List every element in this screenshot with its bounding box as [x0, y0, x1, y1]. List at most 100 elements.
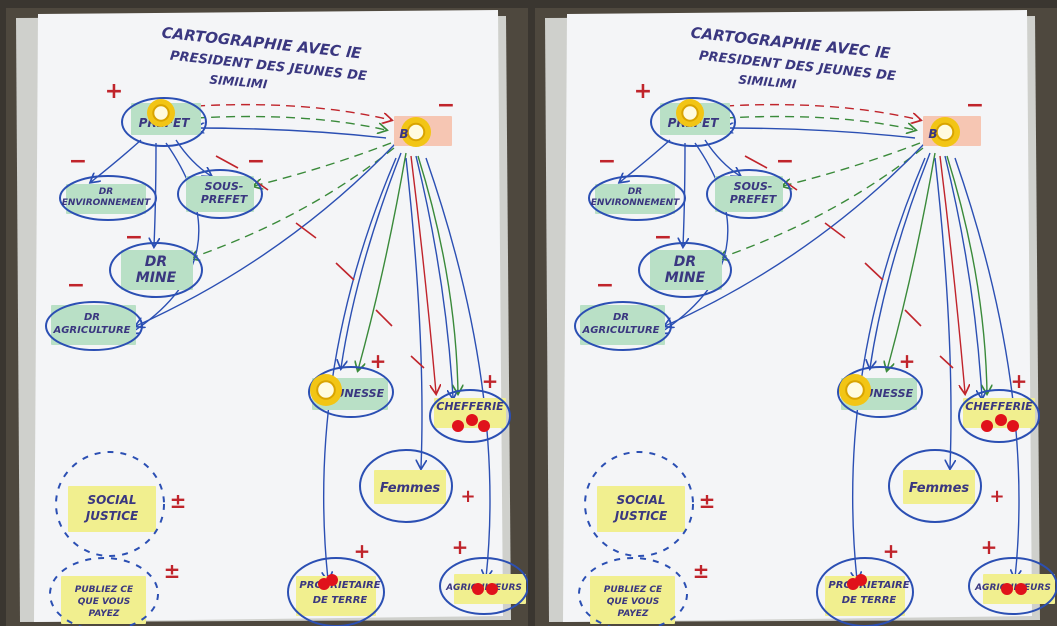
- arrow-b-to-agriculteurs: [425, 157, 490, 578]
- mark-chefferie: +: [1011, 369, 1028, 393]
- ring-dr-mine: [109, 242, 203, 298]
- arrow-prefet-to-dr-env: [91, 139, 142, 182]
- mark-agriculteurs: +: [981, 535, 998, 559]
- ring-agriculteurs: [439, 557, 528, 615]
- arrow-b-to-prefet: [196, 128, 387, 139]
- sticky-proprietaire: [825, 576, 905, 616]
- tie-dash-5: [375, 309, 393, 327]
- arrow-b-to-chefferie-red: [939, 155, 965, 393]
- label-b: B: [399, 127, 408, 141]
- tie-dash-1: [744, 155, 768, 169]
- ring-jeunesse: [837, 366, 923, 418]
- red-dot-sticker-icon-chefferie-3: [1007, 420, 1019, 432]
- ring-agriculteurs: [968, 557, 1057, 615]
- tape-roll-icon-prefet-core: [152, 104, 170, 122]
- sticky-proprietaire: [296, 576, 376, 616]
- sticky-social-justice: [597, 486, 685, 532]
- label-publiez-line-2: QUE VOUS: [78, 597, 131, 607]
- arrow-b-to-jeunesse-green: [887, 152, 936, 370]
- label-dr-agriculture-line-2: AGRICULTURE: [581, 325, 659, 336]
- arrow-b-to-dr-mine: [720, 147, 924, 258]
- title-line-3: SIMILIMI: [738, 73, 798, 92]
- label-proprietaire-line-2: DE TERRE: [313, 595, 368, 606]
- label-social-justice-line-2: JUSTICE: [84, 509, 139, 523]
- label-b: B: [928, 127, 937, 141]
- label-dr-agriculture-line-1: DR: [84, 312, 100, 323]
- arrow-b-to-chefferie: [944, 155, 982, 398]
- tape-roll-icon-jeunesse-core: [316, 380, 336, 400]
- mark-femmes: +: [460, 486, 475, 507]
- red-dot-sticker-icon-agriculteurs-2: [1015, 583, 1027, 595]
- ring-dr-agriculture: [45, 301, 143, 351]
- arrow-prefet-to-dr-agriculture: [131, 142, 200, 333]
- tie-dash-5: [904, 309, 922, 327]
- label-sous-prefet-line-1: SOUS-: [734, 180, 773, 193]
- sticky-dr-environment: [66, 184, 146, 214]
- tie-dash-3: [824, 222, 846, 239]
- ring-proprietaire: [287, 557, 385, 626]
- mark-social-justice: ±: [170, 489, 187, 513]
- ring-publiez: [578, 557, 688, 626]
- arrow-b-to-sous-prefet: [783, 142, 921, 186]
- arrow-b-to-dr-agriculture: [136, 142, 397, 326]
- red-dot-sticker-icon-chefferie-2: [466, 414, 478, 426]
- mark-jeunesse: +: [370, 349, 387, 373]
- ring-prefet: [121, 97, 207, 147]
- label-proprietaire-line-1: PROPRIETAIRE: [299, 580, 380, 591]
- sticky-sous-prefet: [715, 176, 783, 212]
- tie-dash-6: [410, 355, 425, 369]
- red-dot-sticker-icon-chefferie-1: [981, 420, 993, 432]
- red-dot-sticker-icon-agriculteurs-1: [472, 583, 484, 595]
- arrow-b-to-dr-mine: [191, 147, 395, 258]
- mark-publiez: ±: [164, 559, 181, 583]
- mark-dr-environment: −: [69, 149, 87, 174]
- mark-dr-agriculture: −: [596, 273, 614, 298]
- arrow-b-to-chefferie-green: [417, 155, 458, 393]
- arrow-prefet-to-b-green: [195, 115, 386, 131]
- arrow-b-to-agriculteurs: [954, 157, 1019, 578]
- ring-chefferie: [958, 389, 1040, 443]
- label-proprietaire-line-1: PROPRIETAIRE: [828, 580, 909, 591]
- mark-femmes: +: [989, 486, 1004, 507]
- sticky-publiez: [61, 576, 146, 624]
- mark-prefet: +: [105, 79, 123, 104]
- mark-publiez: ±: [693, 559, 710, 583]
- ring-dr-agriculture: [574, 301, 672, 351]
- ring-dr-mine: [638, 242, 732, 298]
- sticky-sous-prefet: [186, 176, 254, 212]
- sticky-dr-agriculture: [51, 305, 136, 345]
- tie-dash-4: [335, 262, 355, 281]
- red-dot-sticker-icon-agriculteurs-1: [1001, 583, 1013, 595]
- arrow-prefet-to-dr-agriculture: [660, 142, 729, 333]
- ring-jeunesse: [308, 366, 394, 418]
- label-chefferie: CHEFFERIE: [965, 400, 1033, 413]
- mark-proprietaire: +: [354, 539, 371, 563]
- label-social-justice-line-1: SOCIAL: [87, 493, 136, 507]
- mark-b: −: [437, 93, 455, 118]
- label-proprietaire-line-2: DE TERRE: [842, 595, 897, 606]
- label-femmes: Femmes: [909, 481, 970, 496]
- label-dr-mine-line-2: MINE: [665, 270, 706, 286]
- sticky-dr-environment: [595, 184, 675, 214]
- label-publiez-line-3: PAYEZ: [89, 609, 120, 619]
- ring-proprietaire: [816, 557, 914, 626]
- poster-sheet: [563, 10, 1032, 622]
- arrow-b-to-femmes: [934, 157, 951, 468]
- mark-chefferie: +: [482, 369, 499, 393]
- sticky-social-justice: [68, 486, 156, 532]
- sticky-chefferie: [434, 398, 506, 428]
- label-dr-mine-line-1: DR: [674, 254, 696, 270]
- arrow-b-to-dr-agriculture: [665, 142, 926, 326]
- ring-sous-prefet: [177, 169, 263, 219]
- ring-dr-environment: [59, 175, 157, 221]
- arrow-b-to-jeunesse: [341, 152, 402, 368]
- mark-b: −: [966, 93, 984, 118]
- label-dr-environment-line-2: ENVIRONNEMENT: [591, 198, 680, 208]
- label-publiez-line-1: PUBLIEZ CE: [75, 585, 134, 595]
- tape-roll-icon-b-core: [406, 122, 426, 142]
- ring-social-justice: [584, 451, 694, 557]
- mark-dr-mine: −: [125, 225, 143, 250]
- tie-dash-3: [295, 222, 317, 239]
- sticky-dr-mine: [650, 250, 722, 290]
